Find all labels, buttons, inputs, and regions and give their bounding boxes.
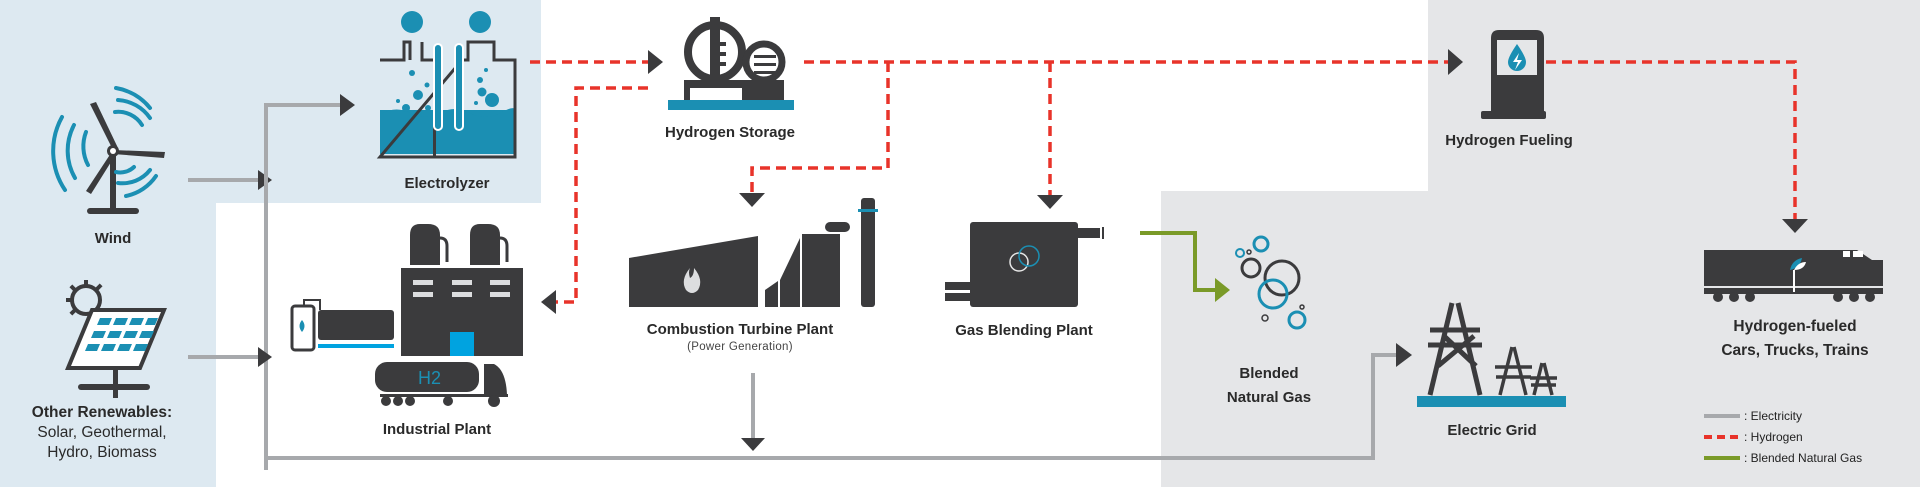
edge-fueling-to-vehicles [1546, 60, 1797, 219]
arrowhead [1396, 343, 1412, 367]
vehicles-label: Hydrogen-fueled Cars, Trucks, Trains [1721, 315, 1868, 363]
transmission-tower-icon [1417, 302, 1566, 407]
arrowhead [739, 193, 765, 207]
arrowhead [258, 347, 272, 367]
other-renewables-detail-1: Solar, Geothermal, [37, 424, 167, 441]
blending-plant-icon [945, 222, 1104, 307]
train-icon [1704, 250, 1883, 302]
other-renewables-title: Other Renewables: [31, 404, 173, 421]
legend: : Electricity : Hydrogen : Blended Natur… [1704, 405, 1862, 468]
electrolyzer-label: Electrolyzer [404, 175, 490, 192]
arrowhead [340, 94, 355, 116]
blended-gas-edge [1140, 231, 1230, 302]
gas-blending-label: Gas Blending Plant [955, 322, 1093, 339]
edge-storage-to-industrial [556, 86, 648, 304]
electric-grid-label: Electric Grid [1447, 422, 1537, 439]
legend-label: : Electricity [1744, 408, 1803, 423]
blended-natural-gas-line2: Natural Gas [1226, 389, 1312, 406]
arrowhead [1215, 278, 1230, 302]
vehicles-label-line2: Cars, Trucks, Trains [1721, 342, 1869, 359]
arrowhead [1448, 49, 1463, 75]
vehicles-label-line1: Hydrogen-fueled [1733, 318, 1857, 335]
factory-icon [290, 224, 523, 356]
other-renewables-label: Other Renewables: Solar, Geothermal, Hyd… [32, 403, 172, 463]
combustion-turbine-sublabel: (Power Generation) [687, 341, 793, 353]
combustion-turbine-label: Combustion Turbine Plant [646, 321, 834, 338]
arrowhead [541, 290, 556, 314]
edge-storage-to-turbine [750, 62, 890, 193]
blended-natural-gas-label: Blended Natural Gas [1227, 362, 1311, 410]
storage-tanks-icon [668, 17, 794, 110]
legend-label: : Hydrogen [1744, 429, 1803, 444]
hydrogen-fueling-label: Hydrogen Fueling [1445, 132, 1573, 149]
renewables-panel [0, 0, 216, 487]
power-plant-icon [629, 198, 878, 307]
fuel-pump-icon [1481, 30, 1546, 119]
wind-label: Wind [94, 230, 132, 247]
truck-h2-text: H2 [418, 368, 441, 388]
blended-gas-swatch [1704, 455, 1740, 460]
hydrogen-edges [530, 49, 1808, 314]
electricity-swatch [1704, 413, 1740, 418]
other-renewables-detail-2: Hydro, Biomass [47, 444, 157, 461]
hydrogen-truck-icon: H2 [375, 362, 508, 407]
legend-item-electricity: : Electricity [1704, 405, 1862, 426]
electricity-edges [188, 94, 1412, 470]
solar-panel-icon [65, 280, 167, 398]
industrial-plant-label: Industrial Plant [382, 421, 492, 438]
blended-natural-gas-line1: Blended [1239, 365, 1299, 382]
legend-item-hydrogen: : Hydrogen [1704, 426, 1862, 447]
edge-bus-to-grid [266, 353, 1396, 460]
enduse-panel-lower [1161, 191, 1920, 487]
bubbles-icon [1235, 235, 1307, 330]
arrowhead [1037, 195, 1063, 209]
hydrogen-swatch [1704, 434, 1740, 439]
electrolyzer-icon [376, 11, 517, 159]
arrowhead [1782, 219, 1808, 233]
hydrogen-storage-label: Hydrogen Storage [664, 124, 796, 141]
legend-item-blended-gas: : Blended Natural Gas [1704, 447, 1862, 468]
wind-turbine-icon [51, 86, 165, 214]
edge-bus-to-electrolyzer [264, 103, 340, 470]
legend-label: : Blended Natural Gas [1744, 450, 1863, 465]
arrowhead [648, 50, 663, 74]
arrowhead [741, 438, 765, 451]
